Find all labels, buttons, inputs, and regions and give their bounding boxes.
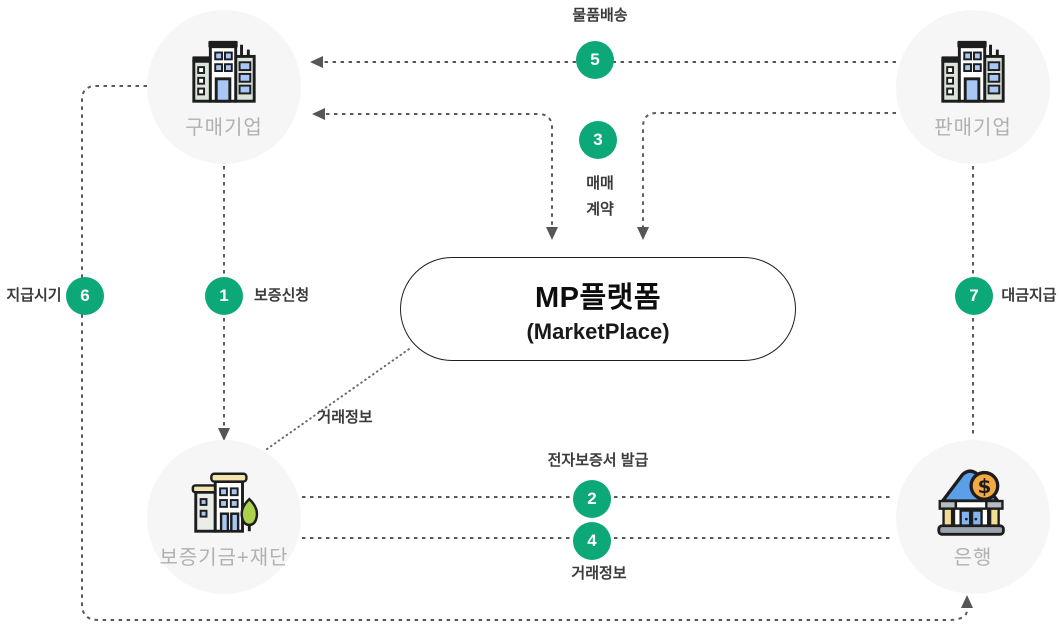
entity-bank-label: 은행 [953,546,993,569]
platform-title: MP플랫폼 [534,281,662,314]
step-label-goods-delivery: 물품배송 [572,7,628,24]
dollar-sign-glyph: $ [977,473,991,497]
entity-seller: 판매기업 [896,10,1050,164]
step-badge-5: 5 [576,41,614,79]
entity-buyer-label: 구매기업 [185,116,263,139]
connector-label-transaction-info: 거래정보 [317,409,373,426]
line-contract-right [642,112,896,227]
arrow-down-into-guarantee [218,428,230,441]
arrow-up-into-bank [961,595,973,608]
platform-node: MP플랫폼 (MarketPlace) [400,257,796,361]
arrow-down-into-platform-left [546,227,558,240]
step-badge-4: 4 [573,522,611,560]
entity-buyer: 구매기업 [147,10,301,164]
line-contract-left [326,113,553,227]
line-guarantee-to-platform [266,346,413,450]
step-label-certificate-issue: 전자보증서 발급 [547,452,649,469]
step-label-sales-contract-line2: 계약 [586,201,614,218]
entity-guarantee-fund: 보증기금+재단 [147,440,301,594]
step-badge-2: 2 [573,480,611,518]
step-label-sales-contract-line1: 매매 [586,175,614,192]
step-label-payment: 대금지급 [1001,287,1057,304]
step-label-sales-contract: 매매 계약 [586,171,614,223]
foundation-building-icon [191,472,259,533]
arrow-down-into-platform-right [637,227,649,240]
arrow-left-into-buyer-top [310,56,323,68]
step-badge-1: 1 [205,277,243,315]
platform-subtitle: (MarketPlace) [526,318,670,344]
step-badge-7: 7 [955,277,993,315]
step-label-transaction-info: 거래정보 [571,565,627,582]
office-building-icon [192,40,256,103]
office-building-icon [941,40,1005,103]
step-label-guarantee-request: 보증신청 [254,287,310,304]
step-badge-6: 6 [66,277,104,315]
entity-seller-label: 판매기업 [934,116,1012,139]
entity-bank: $ 은행 [896,440,1050,594]
step-label-payment-timing: 지급시기 [6,287,62,304]
arrow-left-into-buyer [312,108,325,120]
bank-building-icon: $ [937,468,1005,536]
step-badge-3: 3 [579,121,617,159]
entity-guarantee-fund-label: 보증기금+재단 [159,546,289,569]
